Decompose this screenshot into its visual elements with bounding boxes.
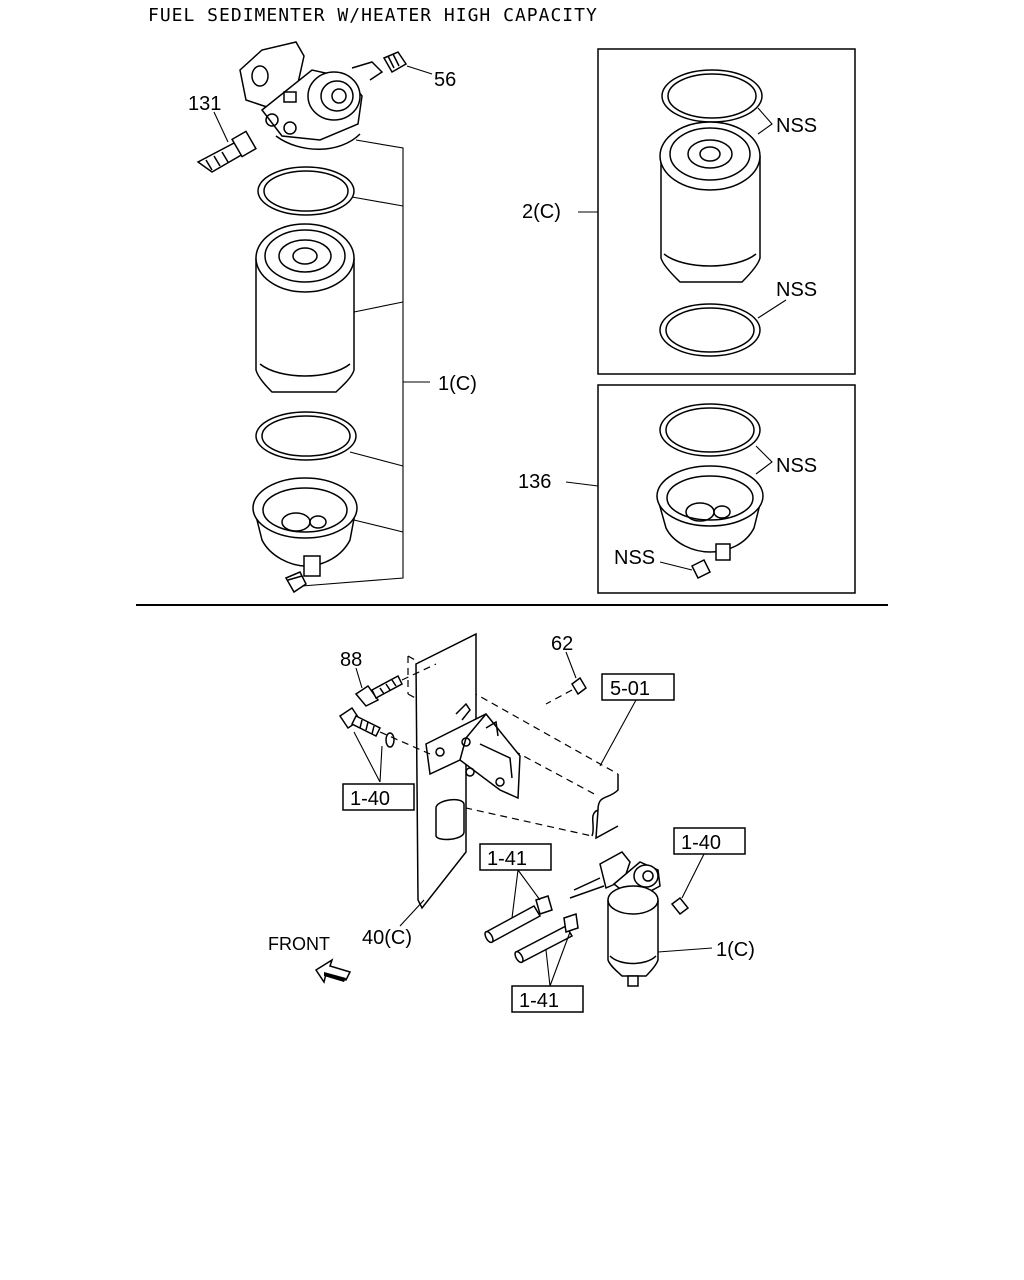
kit-136-o-ring[interactable] <box>659 403 761 457</box>
callout-1-40-right: 1-40 <box>681 832 721 854</box>
callout-nss-4: NSS <box>614 547 655 569</box>
diagram-title: FUEL SEDIMENTER W/HEATER HIGH CAPACITY <box>148 5 598 26</box>
callout-box-1-41-upper <box>479 843 552 871</box>
callout-1-41-lower: 1-41 <box>519 990 559 1012</box>
callout-nss-3: NSS <box>776 455 817 477</box>
hose-upper[interactable] <box>483 904 542 944</box>
callout-131: 131 <box>188 93 221 115</box>
callout-1-41-upper: 1-41 <box>487 848 527 870</box>
part-56-plug[interactable] <box>382 51 408 74</box>
kit-2c-top-o-ring[interactable] <box>661 69 763 123</box>
callout-2c: 2(C) <box>522 201 561 223</box>
top-o-ring[interactable] <box>257 166 355 216</box>
bolt-88[interactable] <box>354 674 403 707</box>
callout-box-1-41-lower <box>511 985 584 1013</box>
kit-136-bowl[interactable] <box>656 465 764 561</box>
callout-box-1-40-right <box>673 827 746 855</box>
nut-62[interactable] <box>571 676 587 696</box>
water-bowl[interactable] <box>252 477 358 577</box>
callout-box-1-40-left <box>342 783 415 811</box>
filter-element[interactable] <box>255 223 355 393</box>
front-label: FRONT <box>268 934 330 954</box>
callout-nss-1: NSS <box>776 115 817 137</box>
clamp-upper[interactable] <box>535 895 553 915</box>
callout-nss-2: NSS <box>776 279 817 301</box>
kit-2c-element[interactable] <box>659 121 761 283</box>
filter-head[interactable] <box>239 41 384 150</box>
bottom-o-ring[interactable] <box>255 411 357 461</box>
part-131-fitting[interactable] <box>196 130 257 173</box>
bracket-40c[interactable] <box>415 632 521 910</box>
callout-40c: 40(C) <box>362 927 412 949</box>
callout-5-01: 5-01 <box>610 678 650 700</box>
drain-plug[interactable] <box>284 571 307 594</box>
callout-1-40-left: 1-40 <box>350 788 390 810</box>
mounted-filter-assembly[interactable] <box>569 851 661 987</box>
callout-88: 88 <box>340 649 362 671</box>
bolt-1-40-left[interactable] <box>338 706 395 748</box>
kit-136-drain-plug[interactable] <box>690 558 712 580</box>
front-arrow-icon <box>314 958 352 984</box>
kit-2c-bottom-o-ring[interactable] <box>659 303 761 357</box>
callout-136: 136 <box>518 471 551 493</box>
callout-62: 62 <box>551 633 573 655</box>
callout-1c-top: 1(C) <box>438 373 477 395</box>
clamp-lower[interactable] <box>563 913 579 933</box>
callout-1c-bottom: 1(C) <box>716 939 755 961</box>
nut-1-40-right[interactable] <box>670 896 690 916</box>
kit-136-box <box>597 384 856 594</box>
hose-lower[interactable] <box>513 925 574 964</box>
callout-56: 56 <box>434 69 456 91</box>
callout-box-5-01 <box>601 673 675 701</box>
